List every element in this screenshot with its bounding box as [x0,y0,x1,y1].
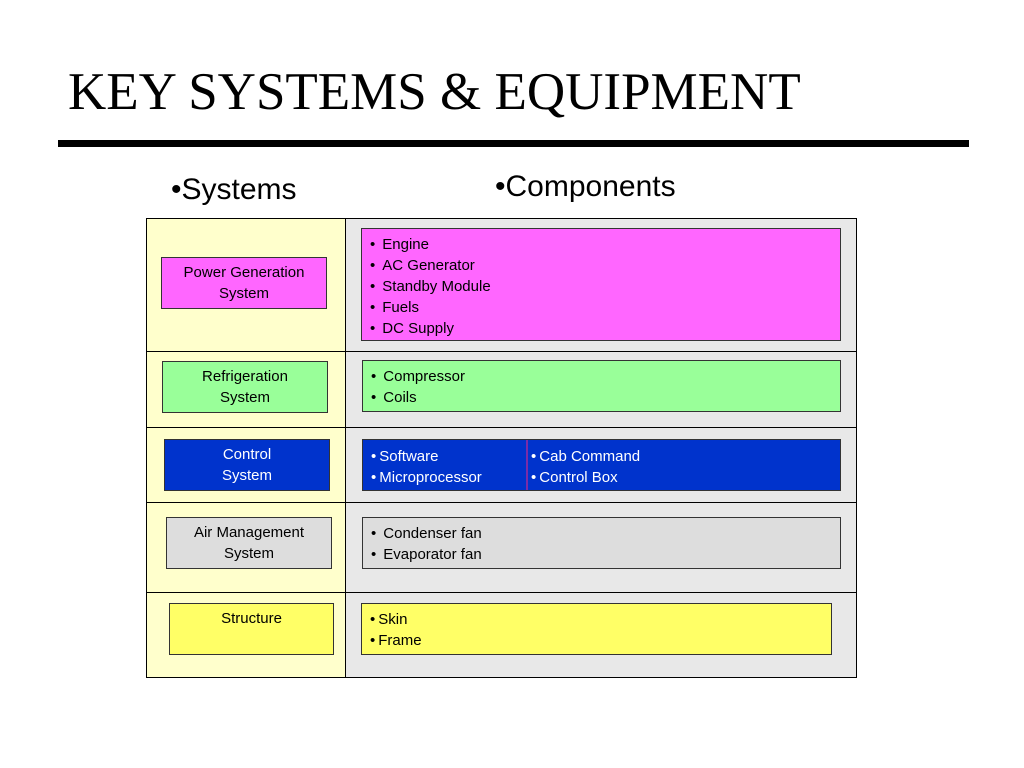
component-item: •Compressor [371,368,465,385]
power-generation-system-box: Power Generation System [161,257,327,309]
system-label-line: System [218,285,269,302]
system-label-line: System [223,545,274,562]
component-item: •Software [371,448,439,465]
air-management-components-box: •Condenser fan •Evaporator fan [362,517,841,569]
component-item: •DC Supply [370,320,454,337]
system-label-line: Refrigeration [202,368,288,385]
component-item: •Condenser fan [371,525,482,542]
control-components-left: •Software •Microprocessor [371,446,482,488]
component-item: •Standby Module [370,278,491,295]
component-item: •Frame [370,632,422,649]
control-components-right: •Cab Command •Control Box [531,446,640,488]
system-label-line: Control [222,446,272,463]
control-components-box: •Software •Microprocessor •Cab Command •… [362,439,841,491]
component-item: •Coils [371,389,417,406]
component-item: •Microprocessor [371,469,482,486]
control-system-box: Control System [164,439,330,491]
refrigeration-system-box: Refrigeration System [162,361,328,413]
component-item: •Evaporator fan [371,546,482,563]
row-divider [147,502,856,503]
components-header: •Components [495,170,676,203]
systems-header: •Systems [171,173,297,206]
system-label-line: Air Management [193,524,305,541]
row-divider [147,427,856,428]
structure-system-box: Structure [169,603,334,655]
refrigeration-components-box: •Compressor •Coils [362,360,841,412]
component-item: •Skin [370,611,408,628]
system-label-line: System [219,389,270,406]
structure-components-box: •Skin •Frame [361,603,832,655]
system-label-line: System [221,467,272,484]
row-divider [147,592,856,593]
component-item: •Control Box [531,469,618,486]
component-item: •Fuels [370,299,419,316]
component-item: •Engine [370,236,429,253]
component-item: •Cab Command [531,448,641,465]
system-label-line: Structure [221,610,282,627]
row-divider [147,351,856,352]
slide-title: KEY SYSTEMS & EQUIPMENT [68,63,801,121]
system-label-line: Power Generation [183,264,305,281]
power-generation-components-box: •Engine •AC Generator •Standby Module •F… [361,228,841,341]
control-column-divider [526,440,528,490]
title-underline [58,140,969,147]
air-management-system-box: Air Management System [166,517,332,569]
systems-table: Power Generation System •Engine •AC Gene… [146,218,857,678]
component-item: •AC Generator [370,257,475,274]
